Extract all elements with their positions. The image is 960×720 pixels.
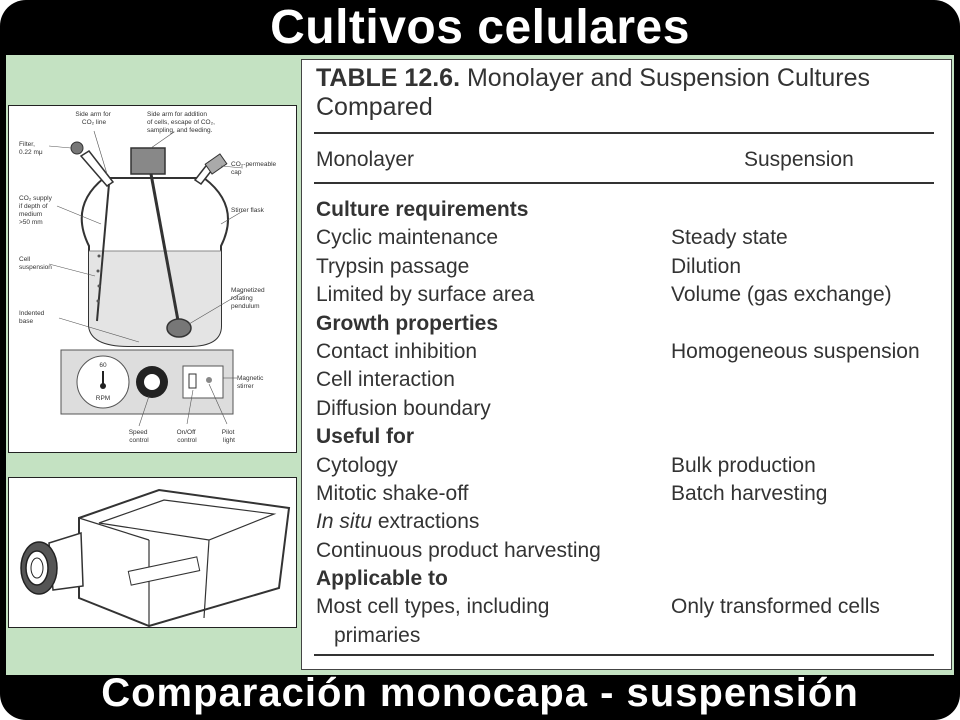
table-section-row: Growth properties (316, 310, 946, 338)
table-bottom-rule (314, 654, 934, 656)
table-row: Contact inhibition Homogeneous suspension (316, 338, 946, 366)
suspension-cell: Batch harvesting (671, 481, 828, 505)
table-row: Most cell types, including Only transform… (316, 593, 946, 621)
comparison-table: TABLE 12.6. Monolayer and Suspension Cul… (301, 59, 952, 670)
culture-flask-drawing (20, 488, 291, 627)
italic-term: In situ (316, 510, 373, 534)
table-row: Mitotic shake-off Batch harvesting (316, 480, 946, 508)
monolayer-cell: Continuous product harvesting (316, 538, 601, 562)
label-cell-suspension: Cell suspension (19, 256, 52, 271)
monolayer-cell: Cyclic maintenance (316, 226, 499, 250)
monolayer-cell: Contact inhibition (316, 339, 478, 363)
label-stirrer-flask: Stirrer flask (231, 207, 265, 214)
suspension-cell (671, 423, 946, 451)
monolayer-cell: primaries (334, 623, 421, 647)
table-row: In situ extractions (316, 508, 946, 536)
header-monolayer: Monolayer (316, 148, 415, 171)
label-side-arm-co2: Side arm for CO₂ line (75, 111, 112, 126)
label-pendulum: Magnetized rotating pendulum (231, 287, 266, 310)
dial-value: 60 (99, 362, 107, 369)
label-pilot-light: Pilot light (222, 429, 236, 444)
dial-unit: RPM (96, 395, 110, 402)
section-heading: Growth properties (316, 311, 499, 335)
monolayer-cell: Cytology (316, 453, 398, 477)
stirrer-flask-drawing: Side arm for CO₂ line Side arm for addit… (19, 111, 278, 444)
suspension-cell (671, 196, 946, 224)
table-caption-line2: Compared (316, 93, 433, 121)
monolayer-text: extractions (372, 510, 480, 534)
monolayer-cell: Cell interaction (316, 368, 455, 392)
label-co2-supply: CO₂ supply if depth of medium >50 mm (19, 195, 54, 226)
suspension-cell (671, 508, 946, 536)
section-heading: Applicable to (316, 567, 448, 591)
table-section-row: Culture requirements (316, 196, 946, 224)
section-heading: Useful for (316, 425, 415, 449)
label-onoff-control: On/Off control (177, 429, 198, 444)
label-side-arm-addition: Side arm for addition of cells, escape o… (147, 111, 217, 134)
suspension-cell (671, 537, 946, 565)
table-row: Diffusion boundary (316, 395, 946, 423)
table-number: TABLE 12.6. (316, 64, 461, 92)
culture-flask-figure (8, 477, 297, 628)
monolayer-cell: Diffusion boundary (316, 396, 491, 420)
label-co2-cap: CO₂-permeable cap (231, 161, 278, 176)
monolayer-cell: Trypsin passage (316, 254, 470, 278)
label-filter: Filter, 0.22 mμ (19, 141, 43, 156)
table-header-rule (314, 182, 934, 184)
suspension-cell (671, 366, 946, 394)
table-section-row: Applicable to (316, 565, 946, 593)
table-row: Cell interaction (316, 366, 946, 394)
suspension-cell: Dilution (671, 254, 742, 278)
table-caption: TABLE 12.6. Monolayer and Suspension Cul… (316, 64, 936, 122)
label-indented-base: Indented base (19, 310, 46, 325)
monolayer-cell: Limited by surface area (316, 283, 535, 307)
suspension-cell (671, 395, 946, 423)
suspension-cell (671, 565, 946, 593)
suspension-cell: Bulk production (671, 453, 816, 477)
table-row: primaries (316, 622, 946, 650)
slide-subtitle: Comparación monocapa - suspensión (101, 671, 859, 715)
suspension-cell (671, 310, 946, 338)
table-row: Cyclic maintenance Steady state (316, 224, 946, 252)
table-row: Continuous product harvesting (316, 537, 946, 565)
table-top-rule (314, 132, 934, 134)
label-speed-control: Speed control (129, 429, 150, 444)
table-section-row: Useful for (316, 423, 946, 451)
slide-title: Cultivos celulares (270, 1, 690, 54)
suspension-cell: Volume (gas exchange) (671, 283, 892, 307)
table-row: Trypsin passage Dilution (316, 253, 946, 281)
section-heading: Culture requirements (316, 198, 529, 221)
stirrer-flask-figure: Side arm for CO₂ line Side arm for addit… (8, 105, 297, 453)
suspension-cell: Only transformed cells (671, 595, 880, 619)
suspension-cell: Homogeneous suspension (671, 339, 920, 363)
monolayer-cell: In situ extractions (316, 508, 671, 536)
monolayer-cell: Most cell types, including (316, 595, 550, 619)
suspension-cell: Steady state (671, 226, 788, 250)
header-suspension: Suspension (744, 148, 854, 171)
table-caption-line1: Monolayer and Suspension Cultures (466, 64, 870, 92)
suspension-cell (671, 622, 946, 650)
table-row: Limited by surface area Volume (gas excha… (316, 281, 946, 309)
monolayer-cell: Mitotic shake-off (316, 481, 469, 505)
table-row: Cytology Bulk production (316, 452, 946, 480)
label-magnetic-stirrer: Magnetic stirrer (237, 375, 265, 390)
